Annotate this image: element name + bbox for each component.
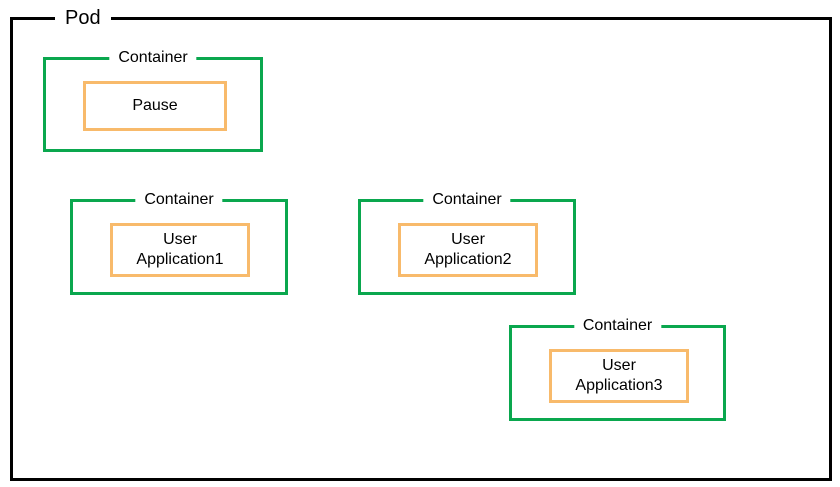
app-box-pause: Pause (83, 81, 227, 131)
container-box-user-application1: Container User Application1 (70, 190, 288, 295)
pod-label: Pod (55, 6, 111, 30)
container-box-user-application3: Container User Application3 (509, 316, 726, 421)
app-label-user-application2: User Application2 (424, 231, 512, 268)
app-box-user-application3: User Application3 (549, 349, 689, 403)
container-label: Container (423, 190, 511, 210)
container-box-user-application2: Container User Application2 (358, 190, 576, 295)
container-label: Container (109, 48, 197, 68)
pod-box: Pod Container Pause Container User Appli… (10, 6, 832, 481)
container-box-pause: Container Pause (43, 48, 263, 152)
app-label-user-application1: User Application1 (136, 231, 224, 268)
app-box-user-application1: User Application1 (110, 223, 250, 277)
container-label: Container (135, 190, 223, 210)
app-label-user-application3: User Application3 (575, 357, 663, 394)
app-box-user-application2: User Application2 (398, 223, 538, 277)
app-label-pause: Pause (132, 97, 178, 114)
container-label: Container (573, 316, 662, 336)
